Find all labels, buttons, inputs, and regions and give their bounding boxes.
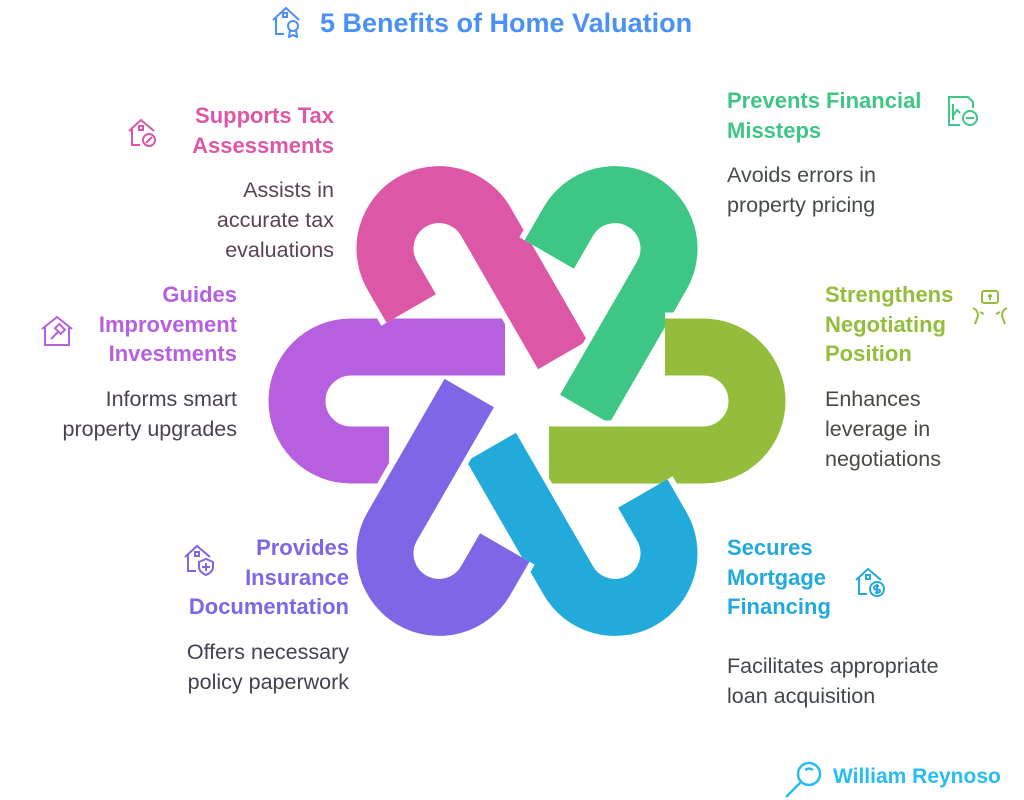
knot-piece-band <box>524 166 698 424</box>
benefit-description: Enhances leverage in negotiations <box>825 384 1024 474</box>
desc-line: loan acquisition <box>727 683 876 708</box>
desc-line: Facilitates appropriate <box>727 653 939 678</box>
house-percent-icon <box>128 118 156 147</box>
desc-line: evaluations <box>225 238 334 262</box>
desc-line: accurate tax <box>216 208 334 232</box>
title-line: Guides <box>162 282 237 307</box>
knot-piece-insurance <box>350 375 535 642</box>
benefit-description: Avoids errors in property pricing <box>727 160 967 220</box>
chart-minus-icon <box>948 96 978 126</box>
title-line: Financing <box>727 594 831 619</box>
desc-line: property upgrades <box>62 416 238 441</box>
title-line: Strengthens <box>825 282 954 307</box>
knot-piece-financial <box>519 160 704 427</box>
desc-line: policy paperwork <box>187 669 349 694</box>
title-line: Negotiating <box>825 311 946 337</box>
desc-line: Offers necessary <box>186 639 349 664</box>
desc-line: Enhances <box>825 386 921 411</box>
desc-line: Assists in <box>243 178 334 202</box>
knot-piece-band <box>549 318 786 484</box>
magnifier-icon <box>785 761 822 798</box>
title-line: Secures <box>727 535 813 560</box>
house-hammer-icon <box>41 315 73 346</box>
knot-piece-improvement <box>262 312 505 490</box>
desc-line: Informs smart <box>105 386 237 411</box>
title-line: Prevents Financial <box>727 88 922 113</box>
title-line: Mortgage <box>727 564 826 590</box>
benefit-description: Facilitates appropriate loan acquisition <box>727 651 967 711</box>
house-shield-plus-icon <box>184 544 214 576</box>
title-line: Insurance <box>245 564 349 590</box>
desc-line: Avoids errors in <box>727 163 876 187</box>
knot-piece-tax <box>350 160 593 373</box>
benefit-description: Assists in accurate tax evaluations <box>94 175 334 265</box>
house-dollar-icon <box>855 567 885 597</box>
knot-piece-band <box>356 166 588 370</box>
title-line: Assessments <box>192 132 334 158</box>
desc-line: negotiations <box>825 446 941 471</box>
desc-line: property pricing <box>727 193 876 217</box>
desc-line: leverage in <box>825 416 931 441</box>
author-name: William Reynoso <box>833 765 1001 788</box>
benefit-description: Offers necessary policy paperwork <box>109 637 349 697</box>
title-line: Provides <box>256 535 349 560</box>
title-line: Supports Tax <box>195 103 334 128</box>
title-line: Documentation <box>188 594 349 619</box>
title-line: Investments <box>108 341 237 366</box>
knot-piece-band <box>356 378 530 636</box>
knot-piece-band <box>268 318 505 484</box>
title-line: Missteps <box>727 117 822 143</box>
negotiation-icon <box>972 290 1008 325</box>
knot-piece-mortgage <box>461 429 704 642</box>
page-title: 5 Benefits of Home Valuation <box>320 8 693 38</box>
house-award-icon <box>272 6 300 38</box>
knot-piece-band <box>466 432 698 636</box>
knot-piece-negotiating <box>549 312 792 490</box>
benefit-description: Informs smart property upgrades <box>0 384 238 444</box>
title-line: Improvement <box>98 311 237 337</box>
title-line: Position <box>825 341 912 366</box>
